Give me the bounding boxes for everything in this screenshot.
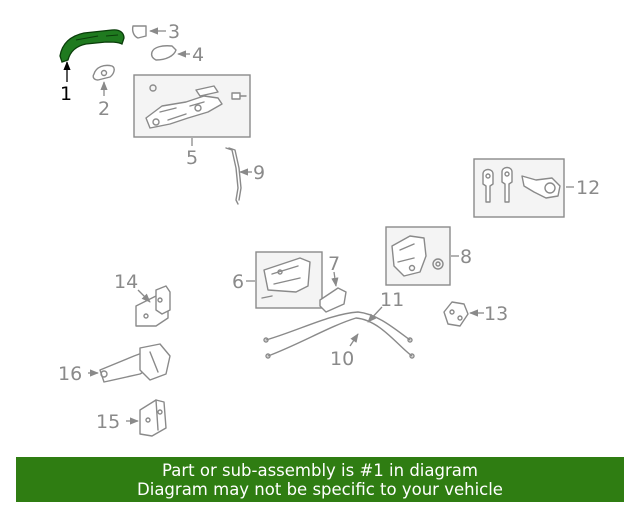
callout-14: 14: [114, 271, 138, 293]
callout-13: 13: [484, 303, 508, 325]
part-8-lock-assembly[interactable]: [385, 226, 459, 286]
callout-12: 12: [576, 177, 600, 199]
banner-line-2: Diagram may not be specific to your vehi…: [137, 480, 503, 499]
callout-11: 11: [380, 289, 404, 311]
part-4-pad[interactable]: [150, 45, 190, 61]
part-9-rod[interactable]: [225, 147, 252, 205]
callout-15: 15: [96, 411, 120, 433]
part-14-upper-hinge[interactable]: [135, 285, 171, 327]
fitment-banner: Part or sub-assembly is #1 in diagram Di…: [16, 457, 624, 502]
part-12-key-cylinder-set[interactable]: [473, 158, 574, 218]
callout-4: 4: [192, 44, 204, 66]
banner-line-1: Part or sub-assembly is #1 in diagram: [162, 461, 478, 480]
part-1-outside-handle[interactable]: [59, 29, 125, 82]
part-5-handle-frame[interactable]: [133, 74, 251, 146]
callout-1: 1: [60, 83, 72, 105]
part-13-striker[interactable]: [443, 301, 484, 327]
part-6-inside-handle[interactable]: [246, 251, 323, 309]
callout-5: 5: [186, 147, 198, 169]
callout-7: 7: [328, 253, 340, 275]
callout-2: 2: [98, 98, 110, 120]
part-2-pad[interactable]: [92, 64, 115, 96]
part-10-11-cables[interactable]: [263, 306, 415, 359]
callout-3: 3: [168, 21, 180, 43]
part-7-bezel[interactable]: [319, 271, 347, 313]
callout-8: 8: [460, 246, 472, 268]
part-16-door-check[interactable]: [88, 343, 171, 383]
part-15-lower-hinge[interactable]: [126, 399, 167, 437]
callout-6: 6: [232, 271, 244, 293]
callout-10: 10: [330, 348, 354, 370]
callout-16: 16: [58, 363, 82, 385]
callout-9: 9: [253, 162, 265, 184]
part-3-cap[interactable]: [131, 25, 166, 39]
